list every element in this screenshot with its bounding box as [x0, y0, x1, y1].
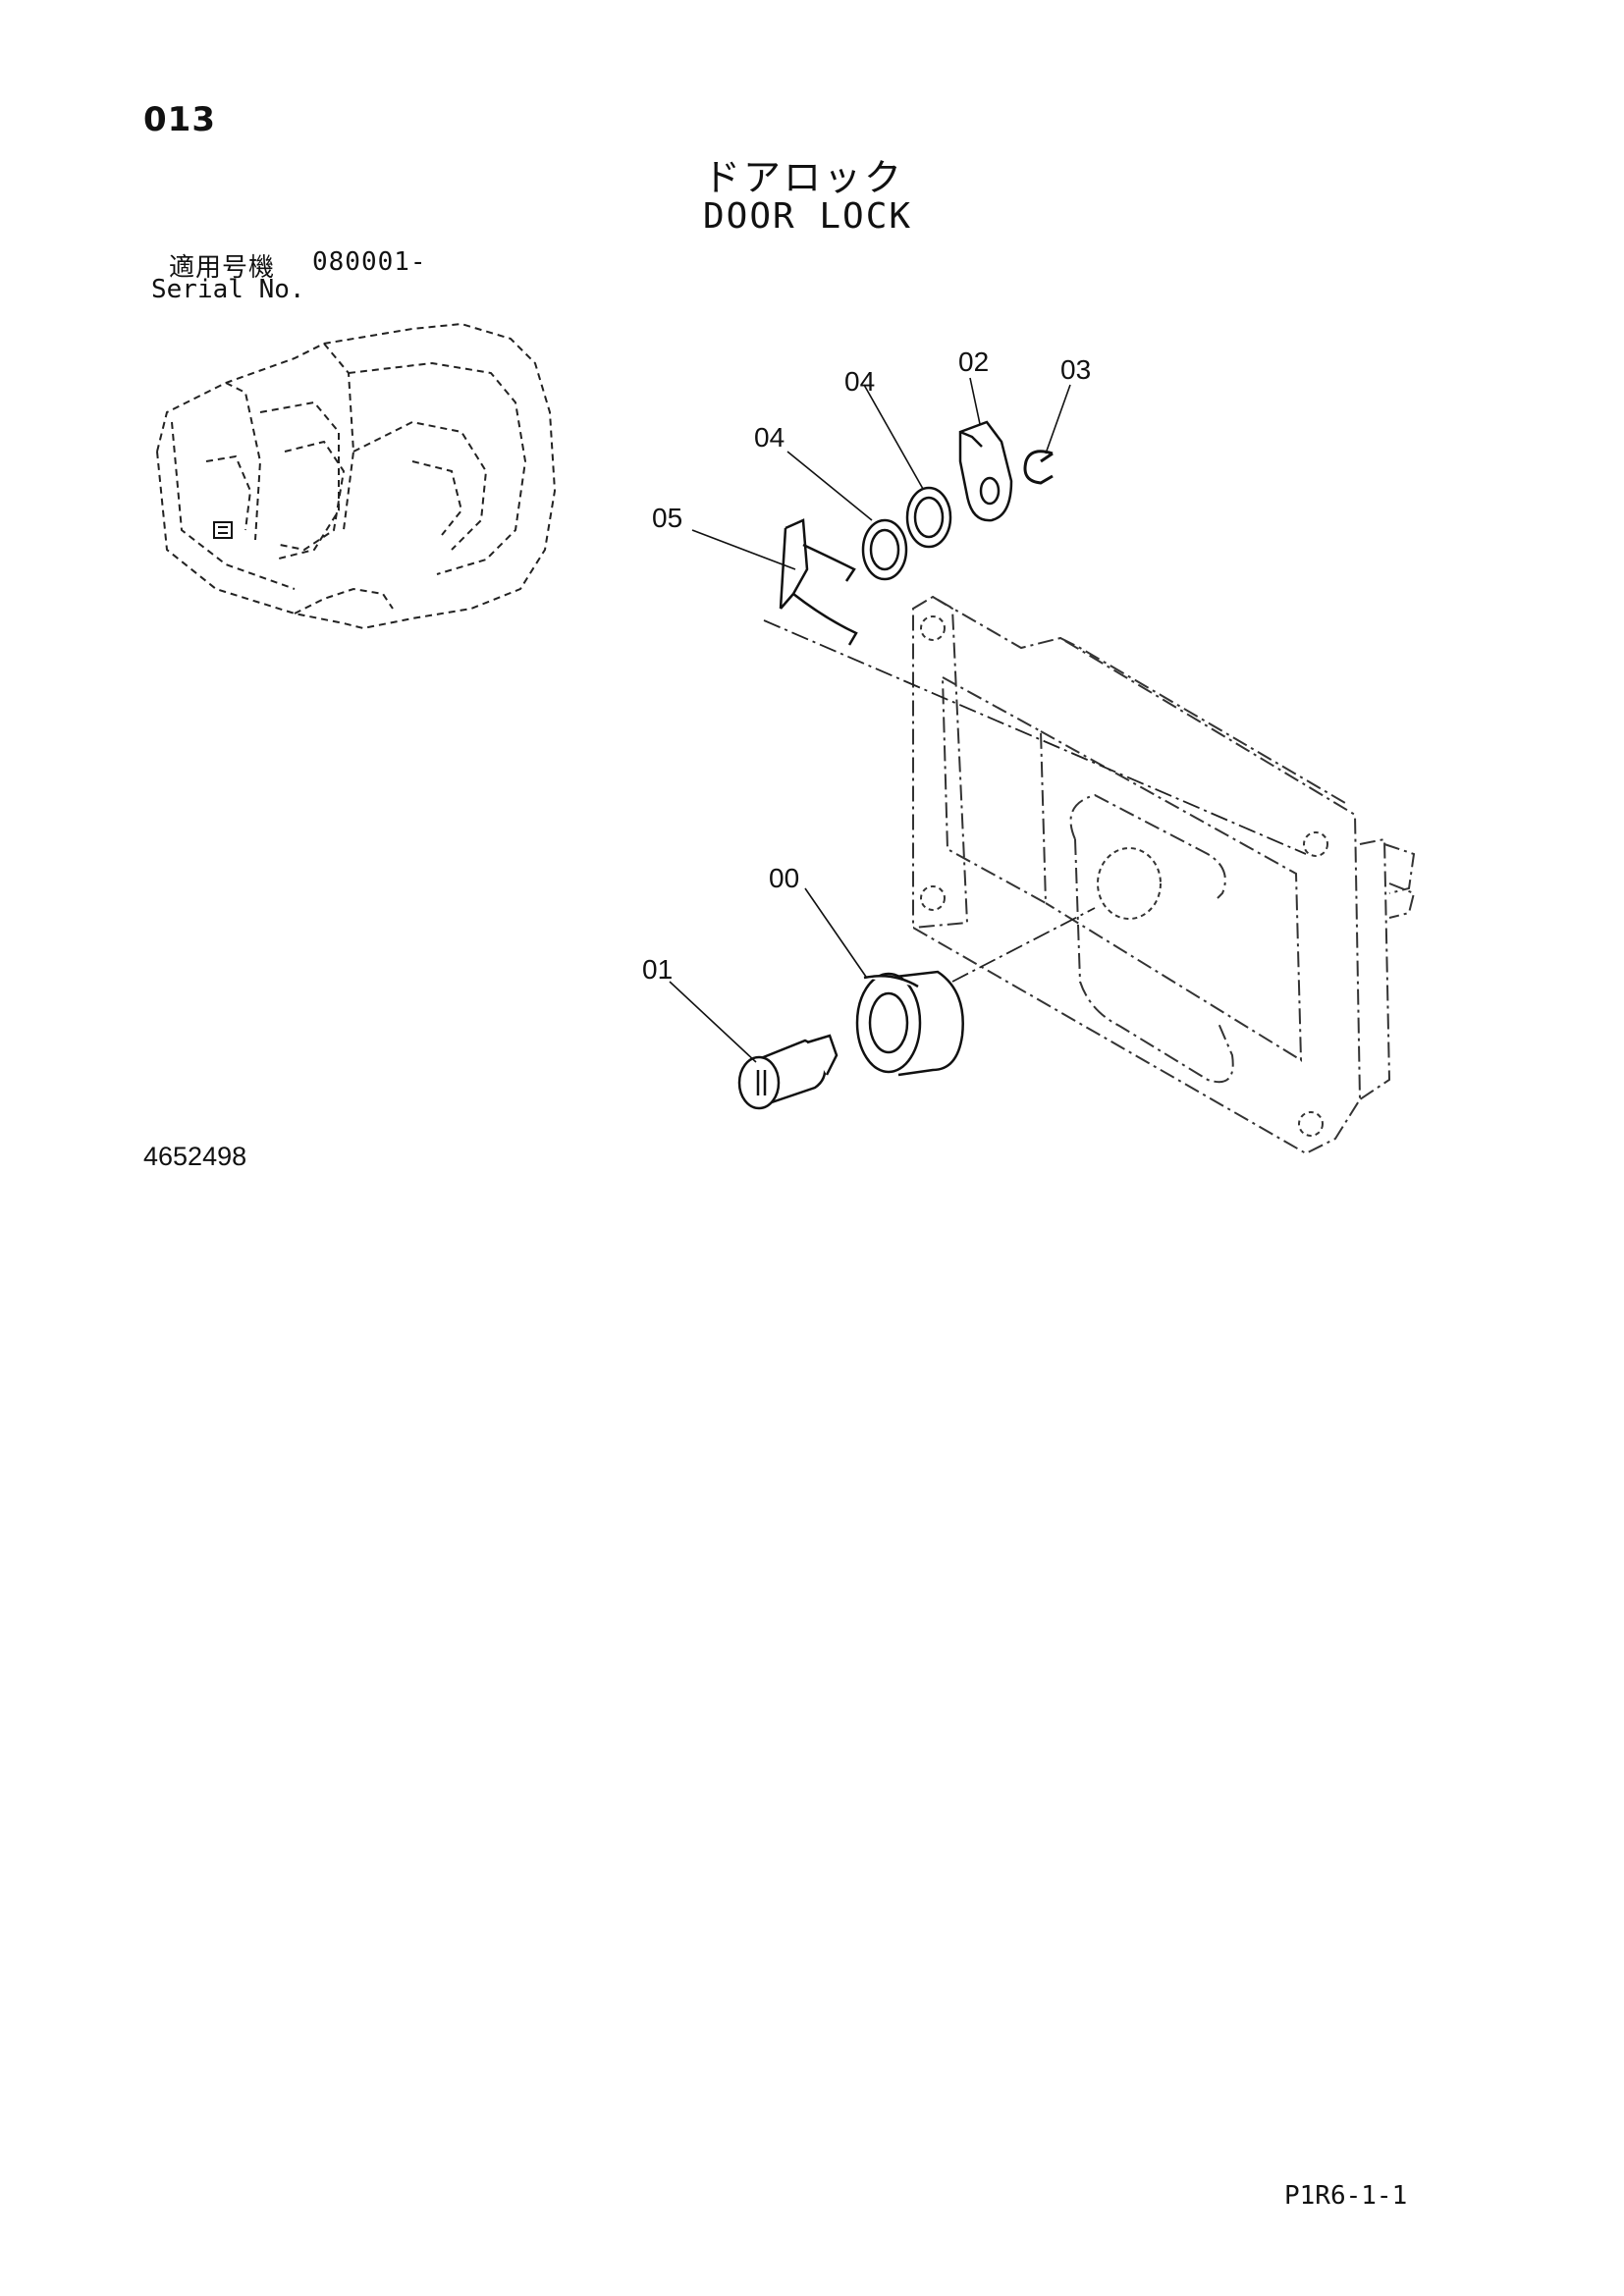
washer-lower-part	[861, 518, 908, 581]
section-number: 013	[143, 100, 216, 139]
callout-00: 00	[769, 863, 799, 893]
machine-overview-thumbnail	[156, 322, 557, 630]
callout-05: 05	[652, 503, 682, 533]
callout-04-lower: 04	[754, 422, 785, 453]
callout-02: 02	[958, 347, 989, 377]
washer-upper-part	[905, 486, 952, 549]
serial-label-english: Serial No.	[151, 275, 305, 304]
door-lock-base-plate	[912, 595, 1416, 1155]
callout-01: 01	[642, 954, 673, 985]
key-cylinder-part	[737, 1034, 839, 1110]
snap-ring-part	[1023, 450, 1054, 485]
title-japanese: ドアロック	[703, 156, 905, 199]
base-plate-holes	[920, 615, 1328, 1137]
title-english: DOOR LOCK	[703, 196, 913, 237]
serial-label-japanese: 適用号機	[169, 253, 276, 283]
latch-plate-part	[958, 420, 1013, 522]
lock-bushing-part	[855, 970, 964, 1077]
spring-clip-part	[779, 518, 858, 646]
serial-value: 080001-	[312, 247, 427, 277]
callout-leaders	[669, 377, 1071, 1063]
callout-04-upper: 04	[844, 366, 875, 397]
page-reference: P1R6-1-1	[1284, 2181, 1408, 2211]
figure-number: 4652498	[143, 1142, 247, 1171]
machine-door-marker	[213, 521, 233, 539]
callout-03: 03	[1060, 354, 1091, 385]
assembly-lines	[763, 619, 1307, 983]
